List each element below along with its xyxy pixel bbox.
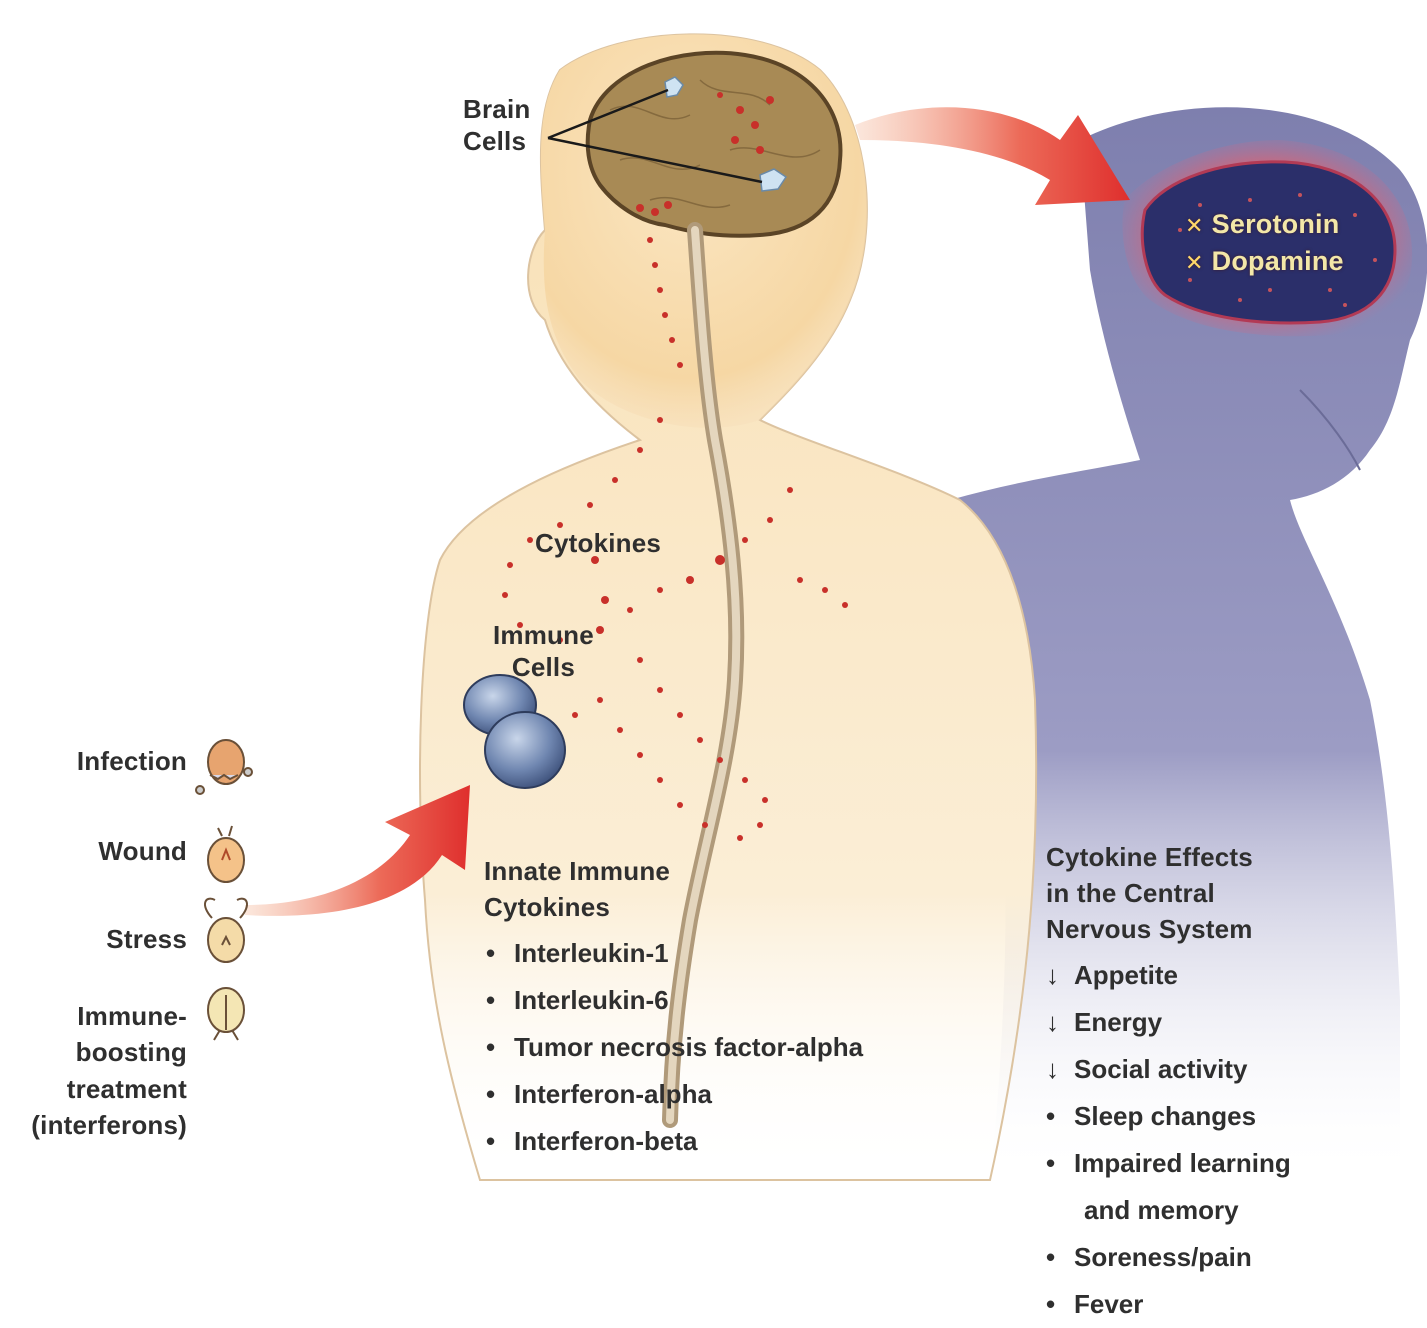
cns-item: •Impaired learning bbox=[1046, 1140, 1291, 1187]
wound-icon bbox=[208, 826, 244, 882]
innate-item: •Interferon-alpha bbox=[486, 1071, 863, 1118]
cytokines-label: Cytokines bbox=[535, 528, 661, 560]
innate-list: •Interleukin-1 •Interleukin-6 •Tumor nec… bbox=[486, 930, 863, 1165]
infection-icon bbox=[196, 740, 252, 794]
innate-item: •Interleukin-6 bbox=[486, 977, 863, 1024]
trigger-treatment: Immune- boosting treatment (interferons) bbox=[31, 998, 187, 1144]
cns-item: •Soreness/pain bbox=[1046, 1234, 1291, 1281]
trigger-stress: Stress bbox=[106, 924, 187, 956]
brain-cells-label: Brain Cells bbox=[463, 94, 530, 157]
cns-item: and memory bbox=[1046, 1187, 1291, 1234]
innate-item: •Interferon-beta bbox=[486, 1118, 863, 1165]
innate-heading: Innate Immune Cytokines bbox=[484, 854, 670, 926]
cns-heading: Cytokine Effects in the Central Nervous … bbox=[1046, 840, 1253, 948]
serotonin-label: ✕Serotonin bbox=[1185, 208, 1339, 241]
trigger-wound: Wound bbox=[98, 836, 187, 868]
innate-item: •Interleukin-1 bbox=[486, 930, 863, 977]
depressed-brain bbox=[1142, 162, 1395, 323]
cns-item: ↓Energy bbox=[1046, 999, 1291, 1046]
cns-item: ↓Appetite bbox=[1046, 952, 1291, 999]
stress-icon bbox=[205, 899, 247, 962]
immune-cells-label: Immune Cells bbox=[493, 620, 594, 683]
dopamine-label: ✕Dopamine bbox=[1185, 245, 1344, 278]
cns-item: •Sleep changes bbox=[1046, 1093, 1291, 1140]
innate-item: •Tumor necrosis factor-alpha bbox=[486, 1024, 863, 1071]
cns-list: ↓Appetite ↓Energy ↓Social activity •Slee… bbox=[1046, 952, 1291, 1328]
trigger-infection: Infection bbox=[77, 746, 187, 778]
cns-item: •Fever bbox=[1046, 1281, 1291, 1328]
cns-item: ↓Social activity bbox=[1046, 1046, 1291, 1093]
brain bbox=[588, 53, 841, 236]
treatment-icon bbox=[208, 988, 244, 1040]
